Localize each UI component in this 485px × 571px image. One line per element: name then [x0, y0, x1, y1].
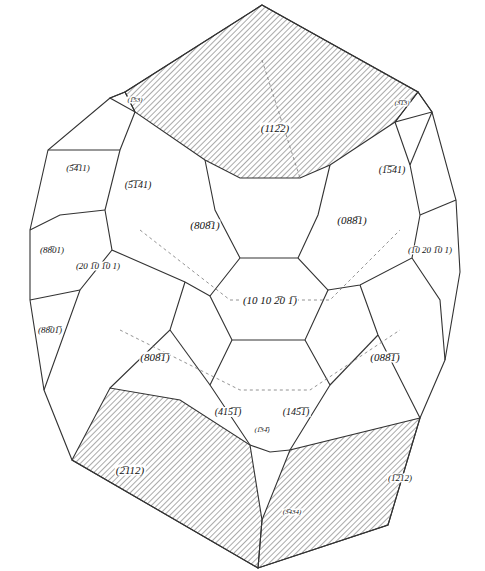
face-index: (145̅1̅) — [282, 407, 311, 417]
face-index: (3̅434) — [282, 509, 303, 516]
face-index: (5̅4̅11) — [65, 164, 90, 173]
face-index: (1̅0 20 1̅0 1) — [407, 246, 453, 255]
face-index: (1̅53) — [126, 97, 143, 104]
face-index: (1̅2̅12) — [387, 474, 413, 483]
face-index: (88̅01̅) — [37, 326, 63, 335]
face-index: (10 10 2̅0 1̅) — [242, 295, 298, 306]
face-index: (088̅1) — [336, 215, 367, 226]
face-index: (2̅112) — [115, 465, 146, 476]
face-index: (20 1̅0 1̅0 1) — [75, 262, 121, 271]
face-index: (112̅2) — [260, 123, 291, 134]
face-index: (1̅5̅41) — [378, 165, 407, 175]
face-index: (3̅1̅3) — [393, 100, 410, 107]
face-index: (5̅1̅41) — [124, 180, 153, 190]
face-index: (1̅34̅) — [253, 427, 270, 434]
face-index: (088̅1̅) — [369, 352, 400, 363]
face-index: (808̅1) — [189, 220, 220, 231]
face-index: (88̅01) — [39, 246, 65, 255]
face-index: (415̅1̅) — [214, 407, 243, 417]
face-index: (808̅1̅) — [139, 352, 170, 363]
